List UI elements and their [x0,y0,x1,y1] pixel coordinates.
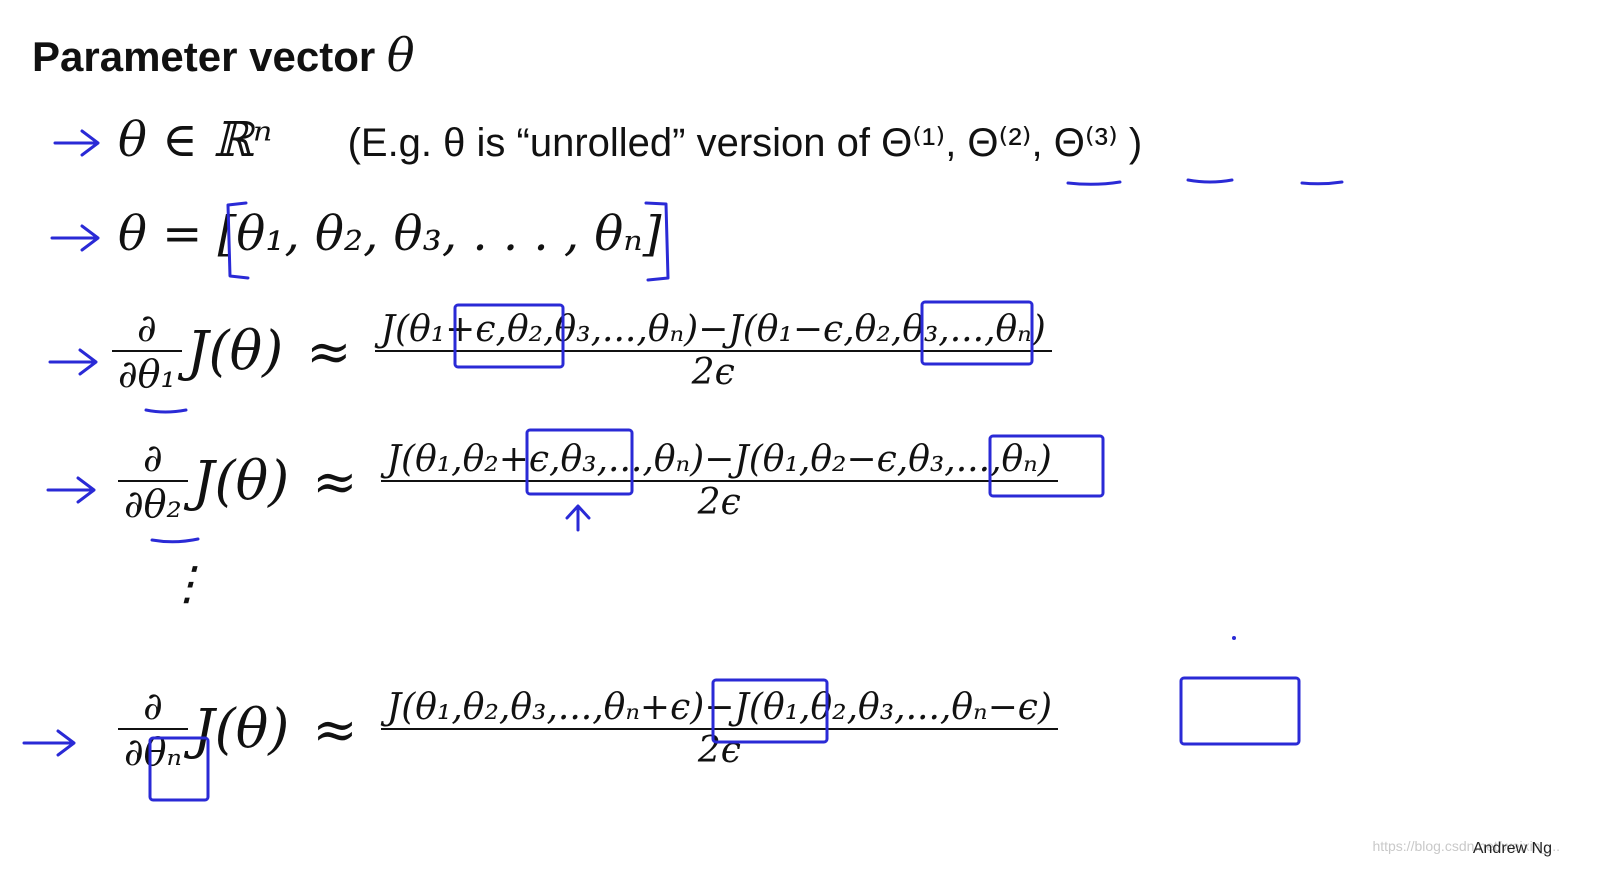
derivative-theta-n: ∂ ∂θₙ J(θ) ≈ J(θ₁,θ₂,θ₃,...,θₙ+ϵ)−J(θ₁,θ… [118,684,1058,774]
difference-numerator: J(θ₁+ϵ,θ₂,θ₃,...,θₙ)−J(θ₁−ϵ,θ₂,θ₃,...,θₙ… [380,309,1046,350]
partial-thetan: ∂ ∂θₙ [118,684,188,774]
approx-sign: ≈ [312,697,358,761]
arrow-line2 [50,224,100,252]
vertical-ellipsis: ⋮ [164,556,210,610]
difference-numerator: J(θ₁,θ₂+ϵ,θ₃,...,θₙ)−J(θ₁,θ₂−ϵ,θ₃,...,θₙ… [386,439,1052,480]
title-text: Parameter vector [32,33,376,80]
box-thetan-minus-eps [1179,676,1301,746]
partial-theta2: ∂ ∂θ₂ [118,436,188,526]
approx-sign: ≈ [312,449,358,513]
arrow-line1 [53,129,100,157]
arrow-line-n [22,729,76,757]
arrow-line4 [46,476,96,504]
finite-difference-2: J(θ₁,θ₂+ϵ,θ₃,...,θₙ)−J(θ₁,θ₂−ϵ,θ₃,...,θₙ… [380,439,1058,523]
line-theta-vector: θ = [θ₁, θ₂, θ₃, . . . , θₙ] [118,206,661,262]
difference-numerator: J(θ₁,θ₂,θ₃,...,θₙ+ϵ)−J(θ₁,θ₂,θ₃,...,θₙ−ϵ… [386,687,1052,728]
derivative-theta-1: ∂ ∂θ₁ J(θ) ≈ J(θ₁+ϵ,θ₂,θ₃,...,θₙ)−J(θ₁−ϵ… [112,306,1052,396]
partial-denominator: ∂θ₂ [124,482,182,526]
finite-difference-n: J(θ₁,θ₂,θ₃,...,θₙ+ϵ)−J(θ₁,θ₂,θ₃,...,θₙ−ϵ… [380,687,1058,771]
approx-sign: ≈ [306,319,352,383]
underline-theta1 [1066,180,1122,186]
partial-numerator: ∂ [143,684,163,728]
underline-theta2 [1186,178,1234,184]
derivative-theta-2: ∂ ∂θ₂ J(θ) ≈ J(θ₁,θ₂+ϵ,θ₃,...,θₙ)−J(θ₁,θ… [118,436,1058,526]
cost-function: J(θ) [192,449,290,513]
underline-partial-theta1 [144,408,188,414]
partial-denominator: ∂θ₁ [118,352,176,396]
slide-title: Parameter vector θ [32,28,415,82]
finite-difference-1: J(θ₁+ϵ,θ₂,θ₃,...,θₙ)−J(θ₁−ϵ,θ₂,θ₃,...,θₙ… [374,309,1052,393]
underline-theta3 [1300,180,1344,186]
partial-numerator: ∂ [143,436,163,480]
cost-function: J(θ) [186,319,284,383]
unrolled-note: (E.g. θ is “unrolled” version of Θ⁽¹⁾, Θ… [347,121,1143,165]
difference-denominator: 2ϵ [691,352,735,393]
underline-partial-theta2 [150,537,200,544]
fraction-bar [118,480,188,482]
difference-denominator: 2ϵ [697,730,741,771]
fraction-bar [112,350,182,352]
theta-in-rn-math: θ ∈ ℝⁿ [118,112,273,168]
fraction-bar [380,480,1058,482]
theta-vector-math: θ = [θ₁, θ₂, θ₃, . . . , θₙ] [118,206,662,262]
line-theta-in-rn: θ ∈ ℝⁿ (E.g. θ is “unrolled” version of … [118,112,1142,168]
author-credit: Andrew Ng [1472,840,1552,857]
ink-dot [1232,636,1236,640]
partial-numerator: ∂ [137,306,157,350]
watermark-url: https://blog.csdn.net/weixin_... [1372,838,1560,854]
title-theta-symbol: θ [386,28,415,82]
difference-denominator: 2ϵ [697,482,741,523]
partial-theta1: ∂ ∂θ₁ [112,306,182,396]
partial-denominator: ∂θₙ [124,730,182,774]
fraction-bar [374,350,1052,352]
cost-function: J(θ) [193,697,290,761]
arrow-line3 [48,348,98,376]
fraction-bar [118,728,188,730]
